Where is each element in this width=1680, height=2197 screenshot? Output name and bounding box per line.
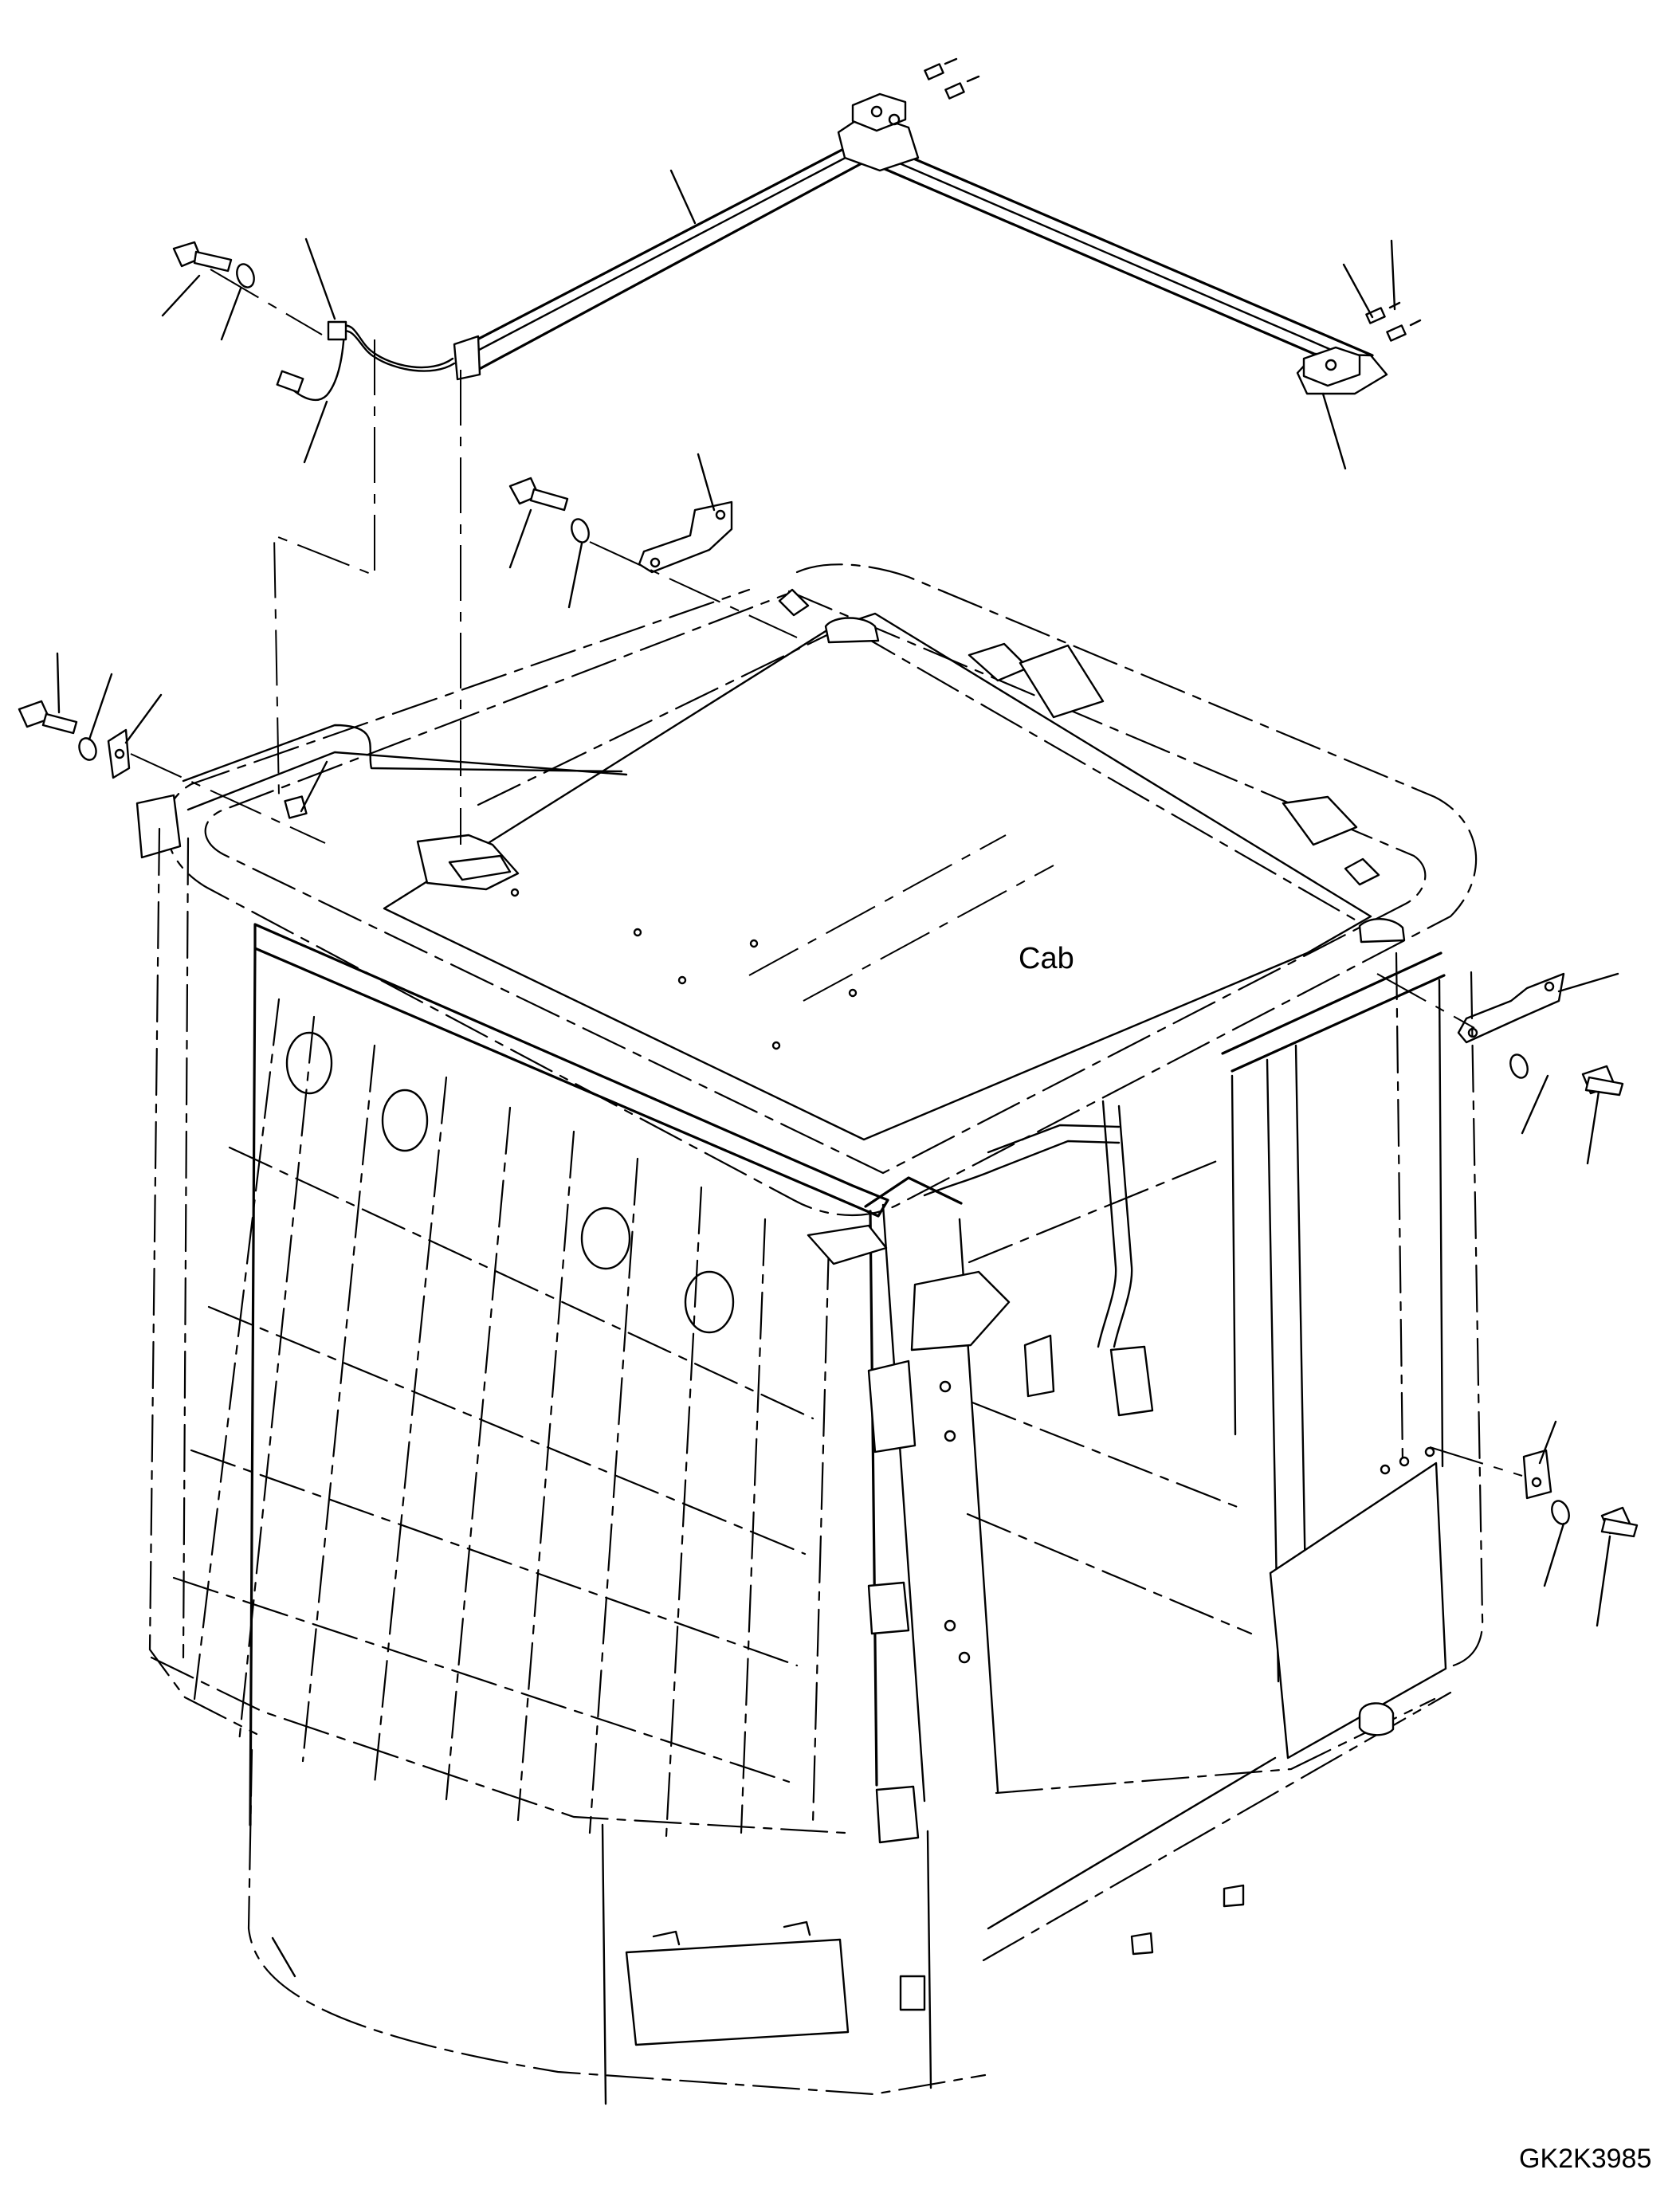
door-hinges <box>867 1359 971 1844</box>
roof-holes <box>510 888 858 1050</box>
leader-lines <box>56 169 1619 1978</box>
loose-fasteners <box>18 477 1639 1538</box>
cab-label: Cab <box>1019 942 1074 975</box>
wiring-harness <box>172 241 456 402</box>
top-studs <box>924 57 1422 342</box>
top-rail-assembly <box>453 57 1422 395</box>
cab-frame <box>148 827 1484 2105</box>
drawing-code: GK2K3985 <box>1519 2144 1652 2174</box>
windshield-grid <box>172 998 830 1838</box>
assembly-lines <box>130 269 1523 1477</box>
cab-roof <box>135 563 1477 1217</box>
